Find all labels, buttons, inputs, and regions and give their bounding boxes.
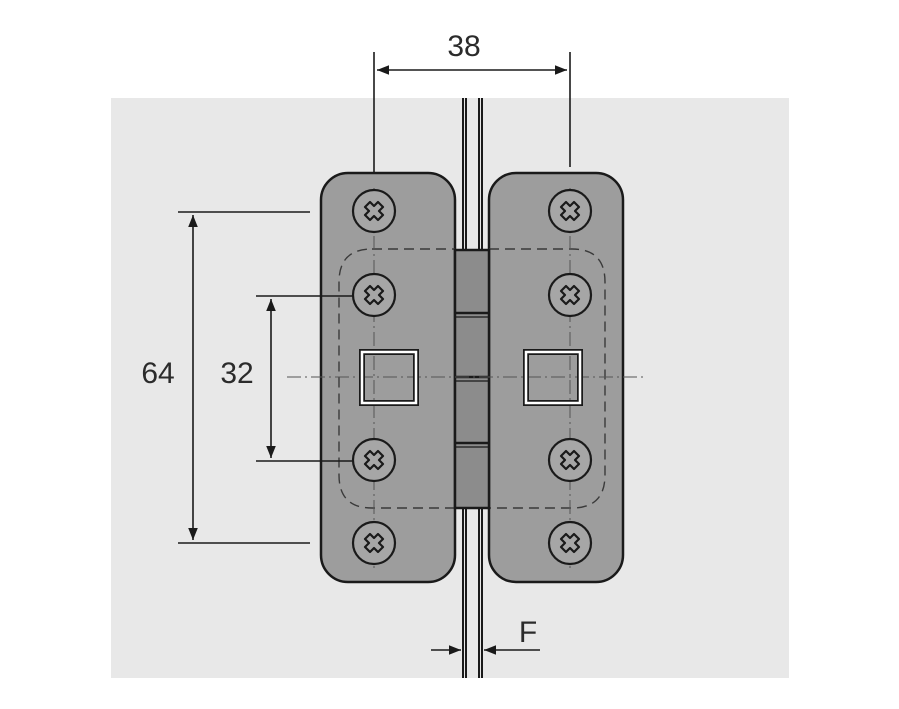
hidden-outlines (338, 248, 606, 509)
square-recess-icon (523, 349, 583, 406)
dimension-32 (256, 295, 353, 462)
dimension-38-label: 38 (447, 30, 480, 63)
dimension-38 (373, 52, 571, 172)
screw-icon (351, 272, 397, 318)
hinge-knuckle (453, 248, 491, 510)
center-lines (287, 188, 646, 568)
dimension-64-label: 64 (141, 357, 174, 390)
screw-icon (351, 188, 397, 234)
screw-icon (351, 520, 397, 566)
square-recess-icon (359, 349, 419, 406)
screw-icon (547, 520, 593, 566)
dimension-64 (178, 211, 310, 544)
screw-icon (351, 437, 397, 483)
screw-icon (547, 437, 593, 483)
screw-icon (547, 272, 593, 318)
dimension-32-label: 32 (220, 357, 253, 390)
dimension-f-label: F (519, 616, 537, 649)
screw-icon (547, 188, 593, 234)
